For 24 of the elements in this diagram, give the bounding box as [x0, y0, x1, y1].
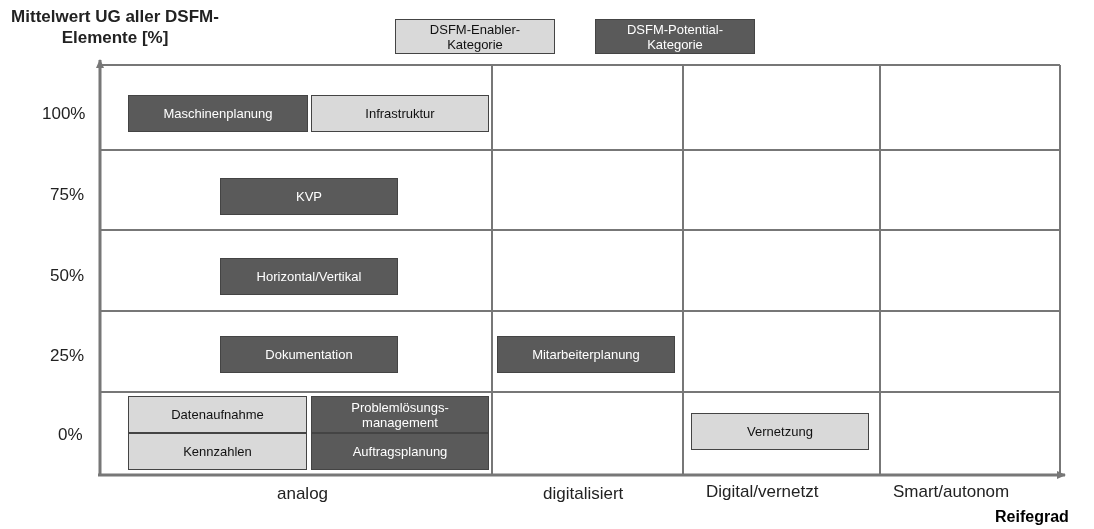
tick-label: 50% — [50, 266, 85, 286]
tick-label: 75% — [50, 185, 85, 205]
legend-swatch: DSFM-Enabler-Kategorie — [395, 19, 555, 54]
category-label: Digital/vernetzt — [706, 482, 819, 502]
category-box: Kennzahlen — [128, 433, 307, 470]
tick-label: 100% — [42, 104, 86, 124]
category-box: KVP — [220, 178, 398, 215]
category-box: Horizontal/Vertikal — [220, 258, 398, 295]
category-box: Vernetzung — [691, 413, 869, 450]
category-box: Mitarbeiterplanung — [497, 336, 675, 373]
legend-swatch: DSFM-Potential-Kategorie — [595, 19, 755, 54]
axis-title: Mittelwert UG aller DSFM-Elemente [%] — [10, 6, 220, 48]
category-box: Infrastruktur — [311, 95, 489, 132]
tick-label: 0% — [58, 425, 83, 445]
tick-label: 25% — [50, 346, 85, 366]
category-label: digitalisiert — [543, 484, 624, 504]
category-box: Auftragsplanung — [311, 433, 489, 470]
category-label: Smart/autonom — [893, 482, 1010, 502]
category-label: analog — [277, 484, 329, 504]
axis-title: Reifegrad — [995, 508, 1069, 526]
category-box: Maschinenplanung — [128, 95, 308, 132]
category-box: Datenaufnahme — [128, 396, 307, 433]
category-box: Dokumentation — [220, 336, 398, 373]
category-box: Problemlösungs- management — [311, 396, 489, 433]
